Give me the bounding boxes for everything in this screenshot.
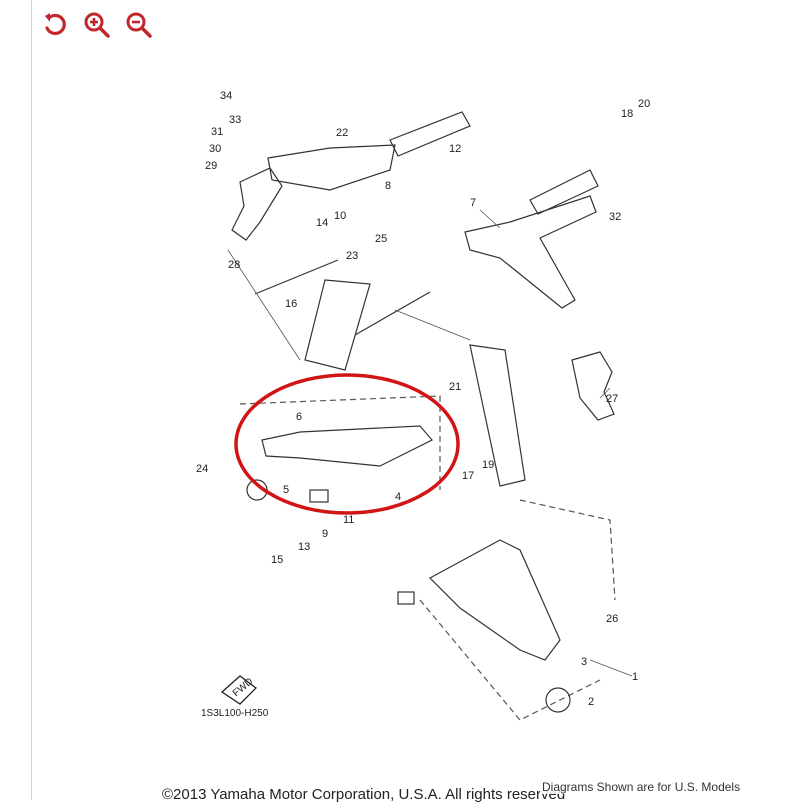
part-label-19[interactable]: 19 [482, 459, 494, 471]
upper-arm-right [464, 195, 597, 309]
part-label-3[interactable]: 3 [581, 656, 587, 668]
part-label-2[interactable]: 2 [588, 696, 594, 708]
part-label-7[interactable]: 7 [470, 197, 476, 209]
shaft-12-right [529, 169, 599, 215]
guide-left [239, 395, 441, 490]
part-label-27[interactable]: 27 [606, 393, 618, 405]
guide-bottom [419, 599, 601, 721]
bolt-16-a [254, 259, 339, 295]
part-label-6[interactable]: 6 [296, 411, 302, 423]
bushing-11 [397, 591, 415, 605]
zoom-out-button[interactable] [122, 8, 156, 42]
part-label-14[interactable]: 14 [316, 217, 328, 229]
shock-right [469, 344, 526, 487]
part-label-21[interactable]: 21 [449, 381, 461, 393]
us-models-notice: Diagrams Shown are for U.S. Models [540, 780, 743, 794]
part-label-11[interactable]: 11 [343, 514, 354, 526]
part-label-20[interactable]: 20 [638, 98, 650, 110]
lower-arm-highlighted [261, 425, 433, 467]
part-label-12[interactable]: 12 [449, 143, 461, 155]
upper-arm-left [267, 144, 396, 191]
zoom-out-icon [126, 12, 152, 38]
leader-frame-left [227, 249, 301, 361]
part-label-9[interactable]: 9 [322, 528, 328, 540]
part-label-4[interactable]: 4 [395, 491, 401, 503]
leader-27 [599, 387, 611, 399]
lower-arm-bottom [429, 539, 561, 661]
part-label-5[interactable]: 5 [283, 484, 289, 496]
highlight-ring [234, 373, 460, 515]
part-label-18[interactable]: 18 [621, 108, 633, 120]
part-label-15[interactable]: 15 [271, 554, 283, 566]
diagram-frame [31, 0, 800, 800]
part-label-13[interactable]: 13 [298, 541, 310, 553]
part-label-17[interactable]: 17 [462, 470, 474, 482]
copyright-text: ©2013 Yamaha Motor Corporation, U.S.A. A… [162, 786, 566, 803]
forward-arrow-icon: FWD [220, 675, 257, 705]
part-label-23[interactable]: 23 [346, 250, 358, 262]
part-label-30[interactable]: 30 [209, 143, 221, 155]
bolt-16-b [354, 291, 431, 336]
knuckle-left [231, 167, 283, 241]
shock-left [304, 279, 371, 371]
reset-rotate-button[interactable] [38, 8, 72, 42]
part-label-33[interactable]: 33 [229, 114, 241, 126]
bushing-11-upper [309, 489, 329, 503]
leader-1 [589, 659, 633, 677]
diagram-code: 1S3L100-H250 [201, 708, 269, 719]
part-label-8[interactable]: 8 [385, 180, 391, 192]
leader-frame-mid [394, 309, 471, 341]
rotate-reset-icon [45, 13, 66, 36]
diagram-toolbar [38, 8, 156, 44]
part-label-28[interactable]: 28 [228, 259, 240, 271]
part-label-25[interactable]: 25 [375, 233, 387, 245]
part-label-26[interactable]: 26 [606, 613, 618, 625]
part-label-34[interactable]: 34 [220, 90, 232, 102]
part-label-24[interactable]: 24 [196, 463, 208, 475]
ball-joint-2 [545, 687, 571, 713]
zoom-in-icon [84, 12, 110, 38]
knuckle-right [571, 351, 615, 421]
part-label-10[interactable]: 10 [334, 210, 346, 222]
part-label-31[interactable]: 31 [211, 126, 223, 138]
zoom-in-button[interactable] [80, 8, 114, 42]
guide-right [519, 499, 616, 601]
part-label-22[interactable]: 22 [336, 127, 348, 139]
leader-7 [479, 209, 501, 229]
part-label-29[interactable]: 29 [205, 160, 217, 172]
part-labels: 1234567891011121314151617181920212223242… [196, 90, 650, 708]
part-label-16[interactable]: 16 [285, 298, 297, 310]
part-label-32[interactable]: 32 [609, 211, 621, 223]
shaft-12-upper [389, 111, 471, 157]
part-label-1[interactable]: 1 [632, 671, 638, 683]
